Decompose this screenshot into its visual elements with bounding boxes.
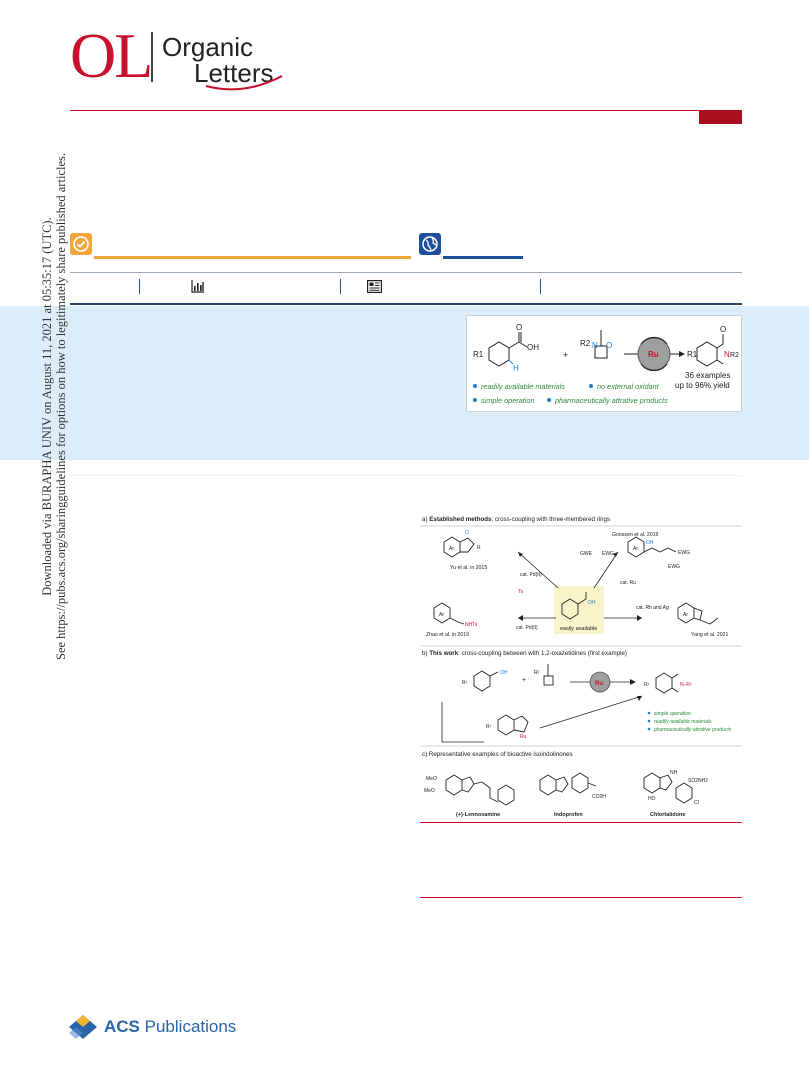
svg-text:R¹: R¹ — [644, 682, 650, 688]
toc-product-r2-label: R2 — [730, 352, 739, 359]
svg-text:H: H — [513, 364, 519, 373]
easily-available-label: easily available — [560, 626, 597, 632]
yang-citation: Yang et al. 2021 — [691, 632, 729, 638]
cat-ru-label: cat. Ru — [620, 580, 636, 586]
globe-icon — [422, 236, 438, 252]
b-feature: readily available materials — [654, 719, 712, 725]
cat-pd-label: cat. Pd(II) — [520, 572, 542, 578]
toc-plus-label: + — [563, 350, 568, 360]
meo-label: MeO — [426, 776, 437, 782]
ewg-label: EWG — [678, 550, 690, 556]
ewg-label: EWG — [602, 551, 614, 557]
svg-text:O: O — [720, 325, 726, 334]
toc-graphic[interactable]: O OH R1 H + R2 N O Ru O R1 N R2 36 examp… — [466, 315, 742, 412]
svg-text:N–R²: N–R² — [680, 682, 692, 688]
svg-text:OH: OH — [500, 670, 508, 676]
b-feature: simple operation — [654, 711, 691, 717]
toc-feature: pharmaceutically attrative products — [554, 396, 668, 405]
metrics-divider — [340, 279, 341, 294]
acs-logo-icon[interactable] — [68, 1014, 98, 1040]
svg-text:+: + — [522, 677, 526, 684]
metrics-bottom-rule — [70, 303, 742, 305]
logo-divider — [151, 32, 153, 82]
ts-label: Ts — [518, 589, 524, 595]
article-type-tab — [699, 110, 742, 124]
metrics-divider — [540, 279, 541, 294]
toc-r2-label: R2 — [580, 339, 591, 348]
header-rule — [70, 110, 742, 111]
toc-examples: 36 examples — [685, 371, 730, 380]
open-access-badge[interactable] — [419, 233, 441, 255]
svg-text:Ar: Ar — [449, 546, 454, 552]
nhts-label: NHTs — [465, 622, 478, 628]
so2nh2-label: SO2NH2 — [688, 778, 708, 784]
svg-text:OH: OH — [646, 540, 654, 546]
section-b-label: b) This work: cross-coupling between wit… — [422, 650, 627, 657]
yu-citation: Yu et al. in 2015 — [450, 565, 487, 571]
open-access-underline — [443, 256, 523, 259]
drug-name: Indoprofen — [554, 812, 583, 818]
svg-text:Ar: Ar — [633, 546, 638, 552]
cat-pd-label: cat. Pd(II) — [516, 625, 538, 631]
zhao-citation: Zhao et al. in 2019 — [426, 632, 469, 638]
toc-yield: up to 96% yield — [675, 381, 730, 390]
toc-feature: no external oxidant — [597, 382, 660, 391]
checkmark-icon — [73, 236, 89, 252]
svg-text:R: R — [477, 545, 481, 551]
figure-1[interactable]: a) Established methods: cross-coupling w… — [420, 512, 742, 822]
goossen-citation: Goossen et al. 2019 — [612, 532, 659, 538]
metrics-top-rule — [70, 272, 742, 273]
svg-text:Ru: Ru — [520, 734, 527, 740]
toc-r1-label: R1 — [473, 350, 484, 359]
meo-label: MeO — [424, 788, 435, 794]
svg-text:N: N — [592, 341, 598, 350]
co2h-label: CO2H — [592, 794, 606, 800]
ho-label: HO — [648, 796, 656, 802]
download-note-line2[interactable]: See https://pubs.acs.org/sharingguidelin… — [54, 153, 68, 660]
svg-text:Ar: Ar — [683, 612, 688, 618]
toc-ru-label: Ru — [648, 350, 659, 359]
article-recommendations-icon[interactable] — [367, 280, 382, 293]
drug-name: (+)-Lennoxamine — [456, 812, 500, 818]
metrics-divider — [139, 279, 140, 294]
publications-wordmark: Publications — [144, 1017, 237, 1036]
section-c-label: c) Representative examples of bioactive … — [422, 751, 573, 758]
svg-text:OH: OH — [588, 600, 596, 606]
figure-caption-rule — [420, 822, 742, 823]
svg-text:O: O — [465, 530, 469, 536]
svg-text:O: O — [606, 341, 612, 350]
toc-feature: readily available materials — [481, 382, 565, 391]
metrics-chart-icon[interactable] — [191, 280, 205, 293]
svg-text:R¹: R¹ — [462, 680, 468, 686]
cl-label: Cl — [694, 800, 699, 806]
journal-name-line2: Letters — [194, 58, 274, 88]
b-feature: pharmaceutically attrative products — [653, 727, 732, 733]
svg-text:N: N — [724, 350, 730, 359]
svg-text:O: O — [516, 323, 522, 332]
drug-name: Chlortalidone — [650, 812, 685, 818]
toc-feature: simple operation — [481, 396, 535, 405]
toc-oh-label: OH — [527, 343, 539, 352]
section-a-label: a) Established methods: cross-coupling w… — [422, 516, 610, 523]
cat-rh-label: cat. Rh and Ag — [636, 605, 669, 611]
svg-text:Ar: Ar — [439, 612, 444, 618]
download-note-line1: Downloaded via BURAPHA UNIV on August 11… — [40, 217, 54, 596]
access-underline — [94, 256, 411, 259]
logo-swoosh-icon — [205, 75, 283, 91]
svg-text:R²: R² — [534, 670, 540, 676]
journal-logo-mark: OL — [70, 20, 153, 91]
journal-name-line1: Organic — [162, 32, 254, 62]
access-badge[interactable] — [70, 233, 92, 255]
toc-product-r1-label: R1 — [687, 350, 698, 359]
nh-label: NH — [670, 770, 678, 776]
gwe-label: GWE — [580, 551, 593, 557]
svg-text:R¹: R¹ — [486, 724, 492, 730]
figure-caption-rule — [420, 897, 742, 898]
acs-publications-wordmark[interactable]: ACS Publications — [104, 1017, 236, 1037]
svg-text:Ru: Ru — [595, 681, 603, 687]
section-separator — [70, 475, 742, 476]
ewg-label: EWG — [668, 564, 680, 570]
acs-wordmark-bold: ACS — [104, 1017, 140, 1036]
